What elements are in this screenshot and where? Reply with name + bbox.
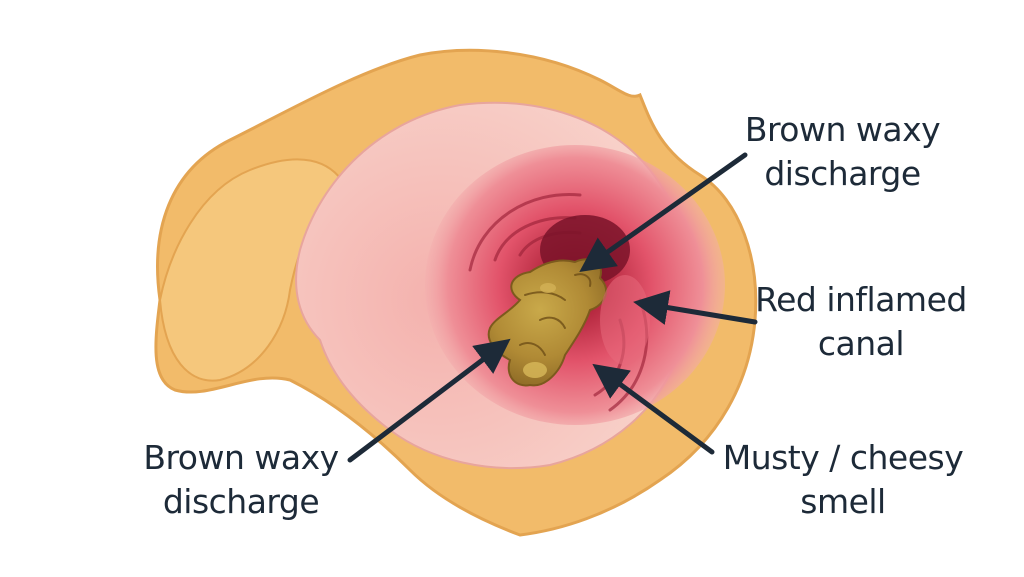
label-line: Red inflamed (755, 280, 967, 319)
label-red-inflamed-canal: Red inflamed canal (752, 278, 970, 366)
arrow-icon (579, 152, 748, 273)
label-line: discharge (764, 154, 921, 193)
label-brown-waxy-discharge-bottom: Brown waxy discharge (142, 436, 340, 524)
label-brown-waxy-discharge-top: Brown waxy discharge (735, 108, 950, 196)
label-line: discharge (162, 482, 320, 521)
arrow-icon (633, 290, 758, 325)
arrow-icon (347, 338, 511, 463)
label-line: canal (817, 324, 905, 363)
label-line: Brown waxy (744, 110, 941, 149)
label-line: Musty / cheesy (722, 438, 964, 477)
arrow-icon (592, 363, 715, 455)
label-line: Brown waxy (143, 438, 339, 477)
label-musty-cheesy-smell: Musty / cheesy smell (718, 436, 968, 524)
label-line: smell (800, 482, 886, 521)
